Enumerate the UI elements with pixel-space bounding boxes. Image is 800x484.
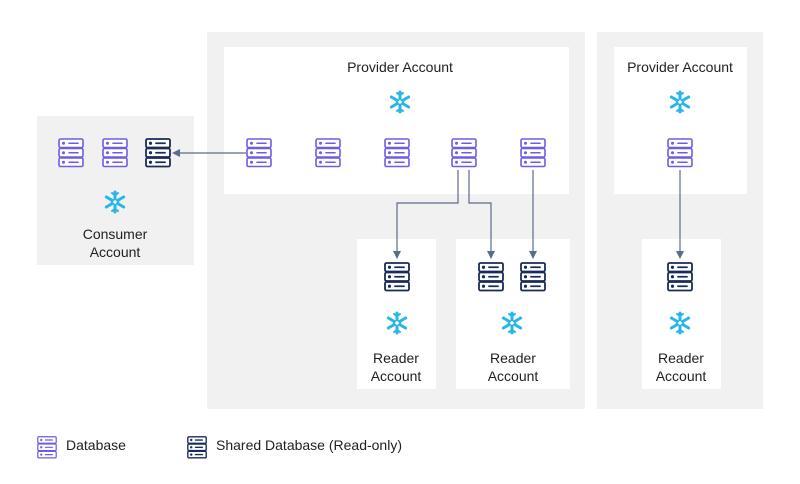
database-icon <box>451 138 477 168</box>
snowflake-icon <box>386 311 408 335</box>
reader-account-title-2-line2: Account <box>487 368 539 384</box>
reader-account-title-1-line2: Account <box>370 368 422 384</box>
provider-account-title-side: Provider Account <box>627 59 733 75</box>
share-arrow-reader-1 <box>393 170 459 259</box>
legend-database-label: Database <box>66 437 126 453</box>
consumer-account-title-line2: Account <box>89 244 141 260</box>
reader-account-title-2-line1: Reader <box>490 350 536 366</box>
reader-account-title-1-line1: Reader <box>373 350 419 366</box>
database-icon <box>102 138 128 168</box>
database-icon <box>315 138 341 168</box>
provider-account-title: Provider Account <box>347 59 453 75</box>
shared-database-icon <box>145 138 171 168</box>
shared-database-icon <box>384 262 410 292</box>
legend-shared-database-label: Shared Database (Read-only) <box>216 437 402 453</box>
shared-database-icon <box>667 262 693 292</box>
database-icon <box>246 138 272 168</box>
consumer-account-title-line1: Consumer <box>82 226 148 242</box>
legend-database-icon <box>37 436 57 459</box>
shared-database-icon <box>478 262 504 292</box>
database-icon <box>520 138 546 168</box>
shared-database-icon <box>520 262 546 292</box>
snowflake-icon <box>669 90 691 114</box>
snowflake-icon <box>389 90 411 114</box>
database-icon <box>58 138 84 168</box>
database-icon <box>384 138 410 168</box>
share-arrow-reader-2-a <box>468 170 495 259</box>
provider-account-card <box>224 47 569 194</box>
reader-account-title-3-line2: Account <box>655 368 707 384</box>
legend-shared-database-icon <box>187 436 207 459</box>
snowflake-icon <box>501 311 523 335</box>
reader-account-title-3-line1: Reader <box>658 350 704 366</box>
snowflake-icon <box>104 190 126 214</box>
database-icon <box>667 138 693 168</box>
snowflake-icon <box>669 311 691 335</box>
provider-account-card-side <box>614 47 747 194</box>
